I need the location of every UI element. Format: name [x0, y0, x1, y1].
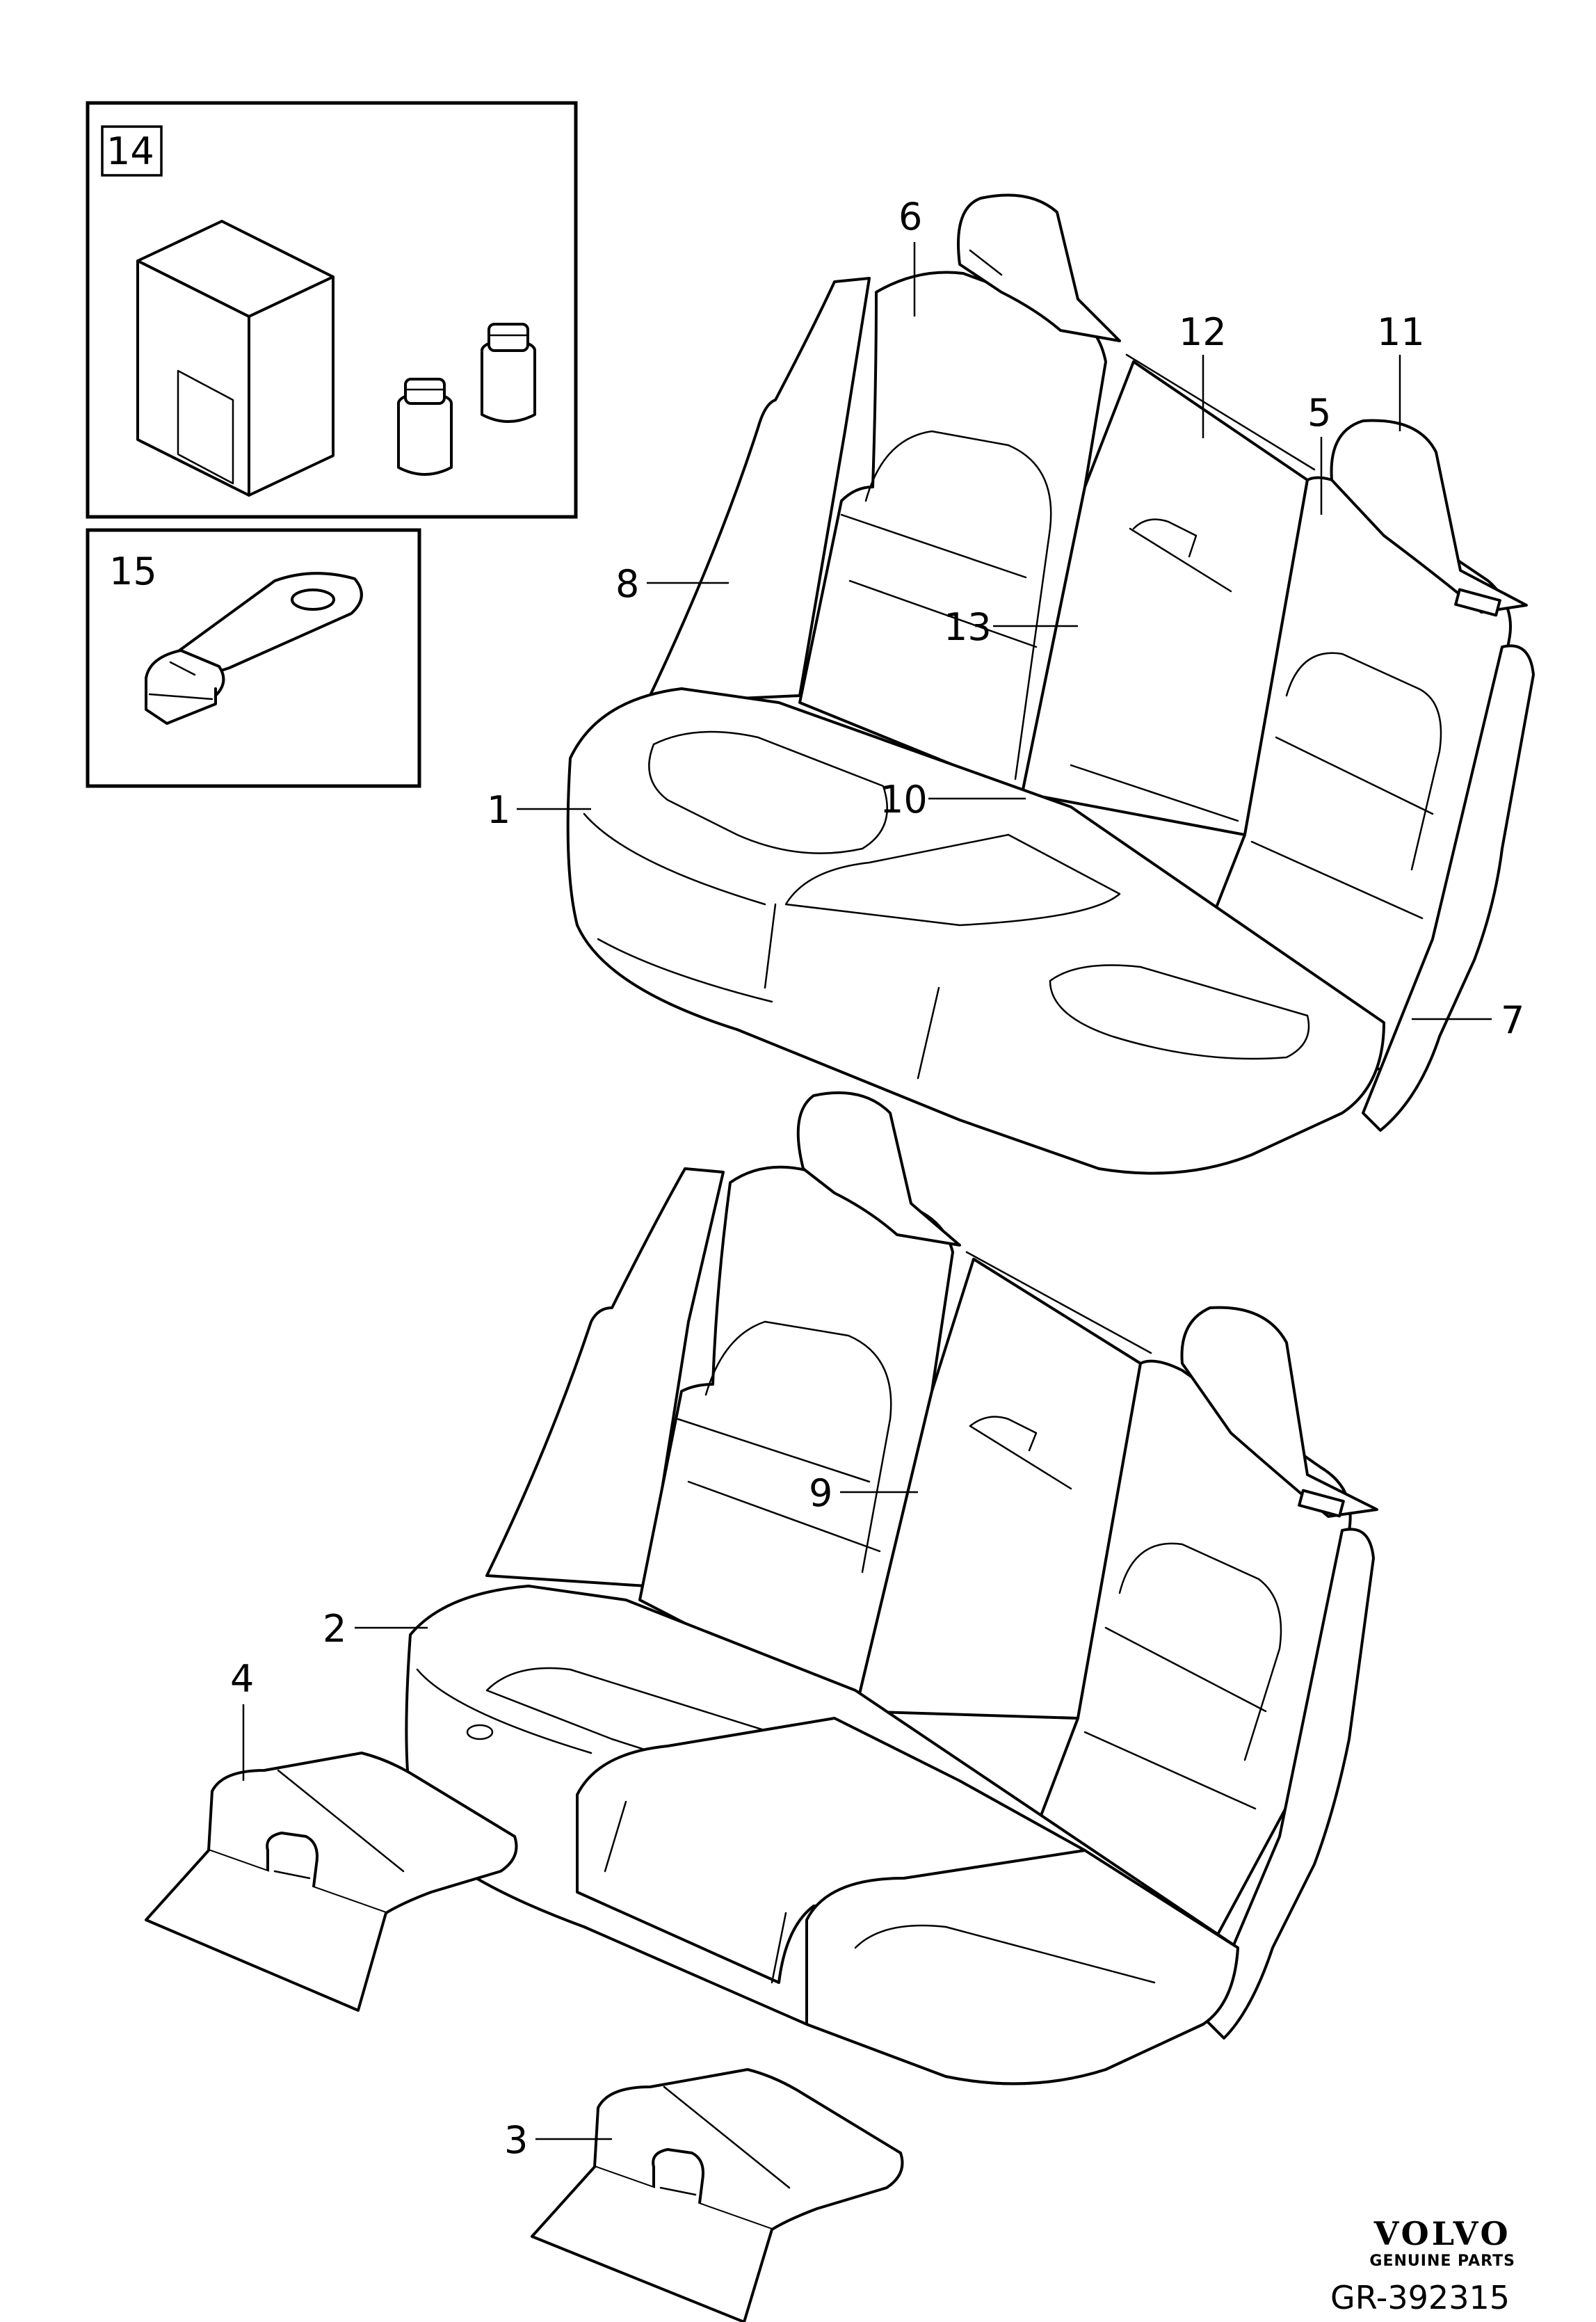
callout-13: 13	[944, 605, 992, 649]
backrest-left	[798, 271, 1107, 794]
side-panel-left	[645, 277, 871, 704]
callout-2: 2	[323, 1607, 346, 1651]
callout-9: 9	[809, 1471, 832, 1515]
callout-14: 14	[106, 129, 154, 173]
callout-7: 7	[1501, 998, 1524, 1042]
volvo-logo: VOLVO	[1373, 2215, 1511, 2252]
headrest-icon	[796, 1091, 961, 1247]
callout-4: 4	[230, 1657, 254, 1701]
headrest-icon	[957, 193, 1121, 342]
seat-cushion-right	[805, 1849, 1239, 2085]
armrest-cover-icon	[145, 1752, 518, 2012]
callout-1: 1	[487, 788, 510, 832]
callout-10: 10	[880, 778, 928, 822]
side-panel-left	[485, 1167, 725, 1587]
diagram-code: GR-392315	[1330, 2279, 1510, 2316]
callout-15: 15	[109, 550, 157, 593]
kit-box-14: 14	[86, 101, 578, 519]
seat-cushion-icon	[566, 687, 1385, 1175]
armrest-cover-icon	[531, 2068, 904, 2322]
callout-5: 5	[1307, 391, 1331, 435]
kit-box-15: 15	[86, 528, 421, 788]
zip-puller-icon	[145, 572, 363, 725]
side-panel-right	[1362, 644, 1535, 1132]
callout-6: 6	[898, 195, 922, 239]
brand-tagline: GENUINE PARTS	[1369, 2252, 1515, 2270]
headrest-icon	[1180, 1306, 1378, 1518]
headrest-icon	[1330, 419, 1528, 617]
callout-11: 11	[1377, 310, 1425, 354]
bottle-icon	[397, 378, 453, 476]
callout-12: 12	[1179, 310, 1227, 354]
lower-seat-assembly	[145, 1091, 1378, 2322]
callout-8: 8	[615, 562, 639, 606]
center-backrest	[1021, 360, 1309, 836]
center-backrest	[854, 1258, 1142, 1720]
callout-3: 3	[504, 2118, 528, 2162]
backrest-left	[638, 1165, 954, 1713]
callout-labels: 6 12 5 11 8 13 1 10 7 9 2 4 3	[230, 195, 1524, 2162]
kit-box-icon	[136, 220, 334, 497]
bottle-icon	[481, 323, 536, 423]
brand-block: VOLVO GENUINE PARTS	[1369, 2218, 1515, 2270]
side-panel-right	[1202, 1528, 1375, 2040]
